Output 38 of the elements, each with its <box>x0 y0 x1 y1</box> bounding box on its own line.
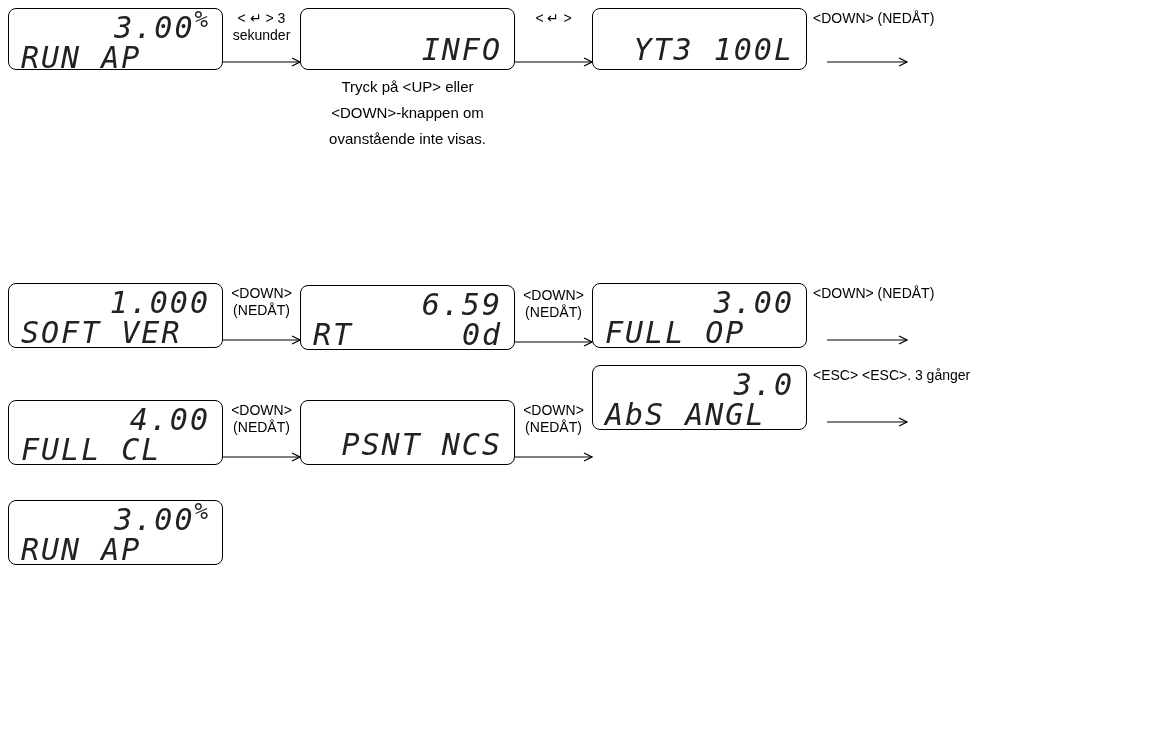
display-text: YT3 100L <box>633 35 794 65</box>
display-text: PSNT NCS <box>341 430 502 460</box>
display-text: FULL OP <box>605 318 746 348</box>
lcd-display <box>8 400 223 465</box>
lcd-display <box>300 400 515 465</box>
display-text: RUN AP <box>21 43 142 73</box>
lcd-display <box>300 8 515 70</box>
display-text: SOFT VER <box>21 318 182 348</box>
arrow <box>826 417 908 427</box>
arrow <box>514 57 593 67</box>
display-value: 3.00$^{%}$ <box>114 505 210 535</box>
lcd-display <box>8 8 223 70</box>
arrow <box>826 57 908 67</box>
display-value: 6.59 <box>421 290 502 320</box>
display-value: 3.0 <box>733 370 794 400</box>
display-value: 3.00 <box>713 288 794 318</box>
display-text: AbS ANGL <box>605 400 766 430</box>
lcd-display <box>8 500 223 565</box>
lcd-display <box>592 283 807 348</box>
display-text: INFO <box>421 35 502 65</box>
arrow <box>514 337 593 347</box>
arrow <box>222 335 301 345</box>
display-value: 4.00 <box>129 405 210 435</box>
arrow <box>514 452 593 462</box>
lcd-display <box>592 8 807 70</box>
lcd-display <box>300 285 515 350</box>
lcd-display <box>592 365 807 430</box>
display-value: 3.00$^{%}$ <box>114 13 210 43</box>
display-text: RT <box>313 320 354 350</box>
lcd-display <box>8 283 223 348</box>
arrow <box>222 452 301 462</box>
arrow <box>222 57 301 67</box>
display-text: 0d <box>461 320 502 350</box>
display-text: FULL CL <box>21 435 162 465</box>
display-value: 1.000 <box>109 288 210 318</box>
note-text: Tryck på <UP> eller <DOWN>-knappen om ovanstående inte visas. <box>328 77 487 149</box>
display-text: RUN AP <box>21 535 142 565</box>
arrow <box>826 335 908 345</box>
